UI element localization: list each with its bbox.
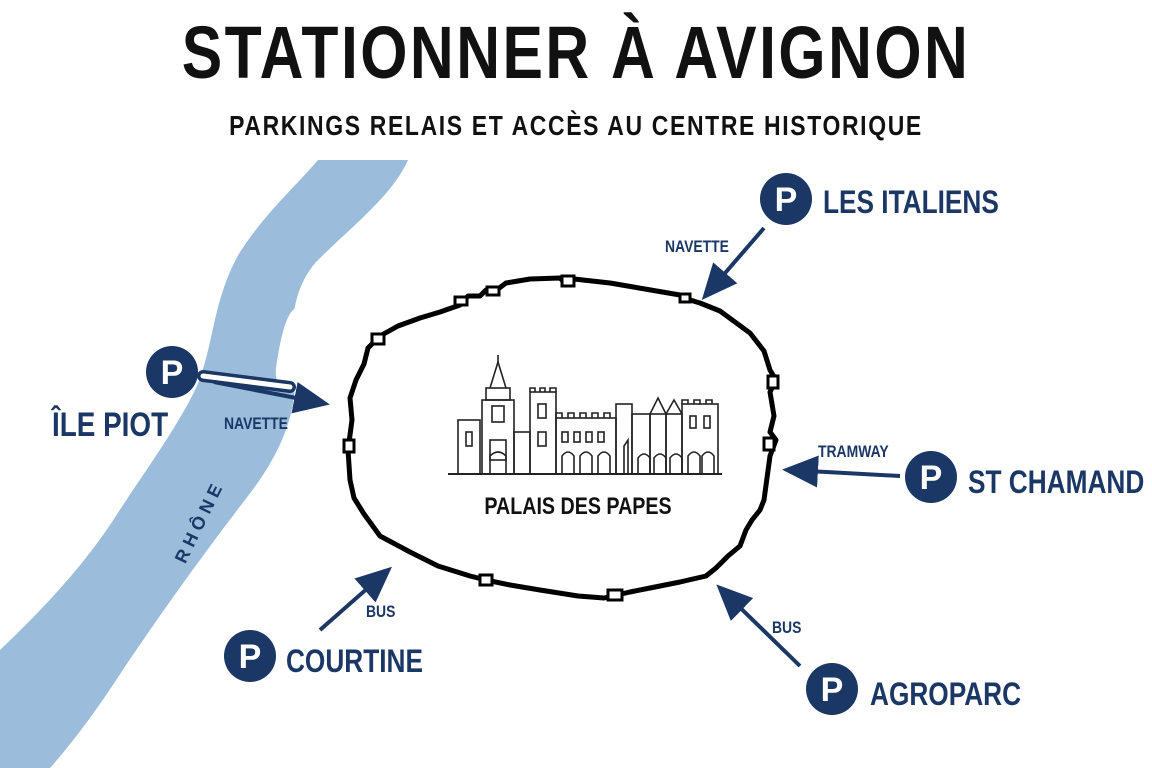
page-title: STATIONNER À AVIGNON	[181, 11, 971, 94]
access-arrow	[701, 226, 766, 301]
parking-courtine[interactable]: P COURTINE BUS	[224, 566, 423, 682]
transport-mode: TRAMWAY	[818, 443, 889, 462]
access-arrow	[782, 455, 901, 488]
parking-icon	[806, 663, 858, 715]
parking-name: LES ITALIENS	[823, 186, 999, 221]
parking-icon	[760, 173, 812, 225]
parking-name: ST CHAMAND	[968, 466, 1144, 501]
parking-symbol: P	[920, 459, 943, 497]
parking-agroparc[interactable]: P AGROPARC BUS	[716, 584, 1021, 715]
access-arrow	[716, 584, 802, 668]
wall-towers	[342, 274, 780, 602]
parking-ile-piot[interactable]: P ÎLE PIOT NAVETTE	[50, 346, 330, 444]
parking-symbol: P	[775, 181, 798, 219]
parking-icon	[146, 346, 198, 398]
parking-name: AGROPARC	[870, 678, 1021, 713]
access-arrow	[213, 380, 330, 414]
bridge	[197, 370, 296, 393]
island-ile-piot	[275, 308, 306, 390]
access-arrow	[318, 566, 393, 632]
transport-mode: BUS	[366, 603, 395, 622]
transport-mode: NAVETTE	[665, 238, 729, 257]
parking-les-italiens[interactable]: P LES ITALIENS NAVETTE	[665, 173, 999, 301]
parking-symbol: P	[239, 638, 262, 676]
parking-name: ÎLE PIOT	[50, 404, 168, 443]
palais-illustration	[448, 355, 722, 475]
parking-icon	[224, 630, 276, 682]
page-subtitle: PARKINGS RELAIS ET ACCÈS AU CENTRE HISTO…	[229, 110, 923, 141]
center-label: PALAIS DES PAPES	[484, 492, 671, 519]
parking-st-chamand[interactable]: P ST CHAMAND TRAMWAY	[782, 443, 1144, 503]
transport-mode: BUS	[772, 619, 801, 638]
river-shape	[0, 160, 408, 768]
transport-mode: NAVETTE	[224, 415, 288, 434]
parking-name: COURTINE	[286, 645, 423, 680]
parking-symbol: P	[821, 671, 844, 709]
parking-symbol: P	[161, 354, 184, 392]
city-wall	[345, 275, 779, 601]
river: RHÔNE	[0, 160, 408, 768]
parking-icon	[905, 451, 957, 503]
